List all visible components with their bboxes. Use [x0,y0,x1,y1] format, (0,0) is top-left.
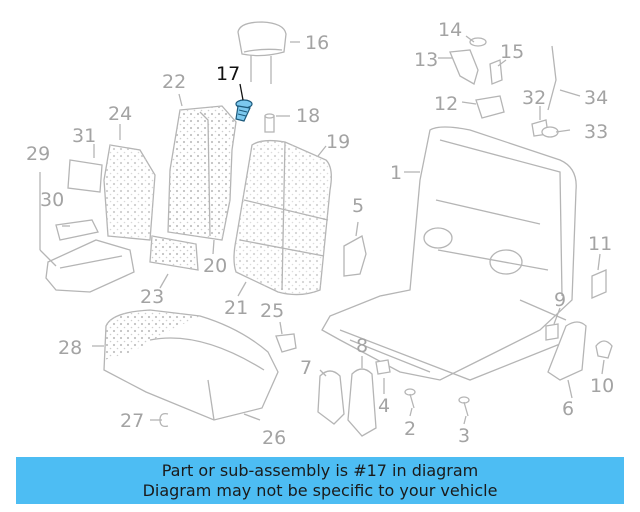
callout-12[interactable]: 12 [434,93,458,115]
seat-cushion-part [103,309,279,421]
callout-32[interactable]: 32 [522,87,546,109]
info-banner: Part or sub-assembly is #17 in diagram D… [16,457,624,504]
callout-13[interactable]: 13 [414,49,438,71]
part-23-pad [149,235,199,271]
callout-7[interactable]: 7 [300,357,312,379]
part-13-bracket [449,49,479,85]
callout-16[interactable]: 16 [305,32,329,54]
part-18-guide [264,113,275,133]
callout-labels: 16 17 18 19 22 24 31 29 30 20 23 21 25 2… [26,19,614,449]
callout-15[interactable]: 15 [500,41,524,63]
exploded-seat-diagram: 16 17 18 19 22 24 31 29 30 20 23 21 25 2… [26,19,614,449]
callout-8[interactable]: 8 [356,335,368,357]
callout-10[interactable]: 10 [590,375,614,397]
callout-29[interactable]: 29 [26,143,50,165]
callout-24[interactable]: 24 [108,103,132,125]
part-9-clip [545,323,559,341]
leader-lines [39,35,605,425]
part-14-cap [469,37,487,47]
part-5-bracket [343,235,367,277]
callout-14[interactable]: 14 [438,19,462,41]
callout-30[interactable]: 30 [40,189,64,211]
callout-33[interactable]: 33 [584,121,608,143]
armrest-part [45,219,135,293]
callout-22[interactable]: 22 [162,71,186,93]
callout-2[interactable]: 2 [404,418,416,440]
part-10-cap [595,340,613,359]
callout-3[interactable]: 3 [458,425,470,447]
banner-disclaimer-line: Diagram may not be specific to your vehi… [142,480,498,500]
banner-part-line: Part or sub-assembly is #17 in diagram [161,460,479,480]
callout-19[interactable]: 19 [326,131,350,153]
callout-26[interactable]: 26 [262,427,286,449]
part-25-bracket [275,333,297,353]
callout-6[interactable]: 6 [562,398,574,420]
callout-17[interactable]: 17 [216,63,240,85]
callout-20[interactable]: 20 [203,255,227,277]
seat-back-cover-part [167,105,237,241]
callout-4[interactable]: 4 [378,395,390,417]
callout-1[interactable]: 1 [390,162,402,184]
seat-frame-part [321,126,577,381]
headrest-part [237,21,287,84]
part-17-bolt[interactable] [235,99,253,122]
part-3-bolt [458,396,470,417]
trim-cover-parts [317,368,377,437]
callout-34[interactable]: 34 [584,87,608,109]
part-2-bolt [404,388,416,409]
release-cable-part [531,45,559,138]
side-bolster-part [67,144,156,241]
callout-5[interactable]: 5 [352,195,364,217]
callout-18[interactable]: 18 [296,105,320,127]
callout-28[interactable]: 28 [58,337,82,359]
callout-31[interactable]: 31 [72,125,96,147]
callout-21[interactable]: 21 [224,297,248,319]
callout-25[interactable]: 25 [260,300,284,322]
part-12-latch [475,95,505,119]
part-4-nut [375,359,391,375]
callout-11[interactable]: 11 [588,233,612,255]
callout-9[interactable]: 9 [554,289,566,311]
seat-back-pad-part [233,139,332,296]
part-11-cover [591,269,607,299]
part-6-trim [547,321,587,381]
callout-23[interactable]: 23 [140,286,164,308]
callout-27[interactable]: 27 [120,410,144,432]
